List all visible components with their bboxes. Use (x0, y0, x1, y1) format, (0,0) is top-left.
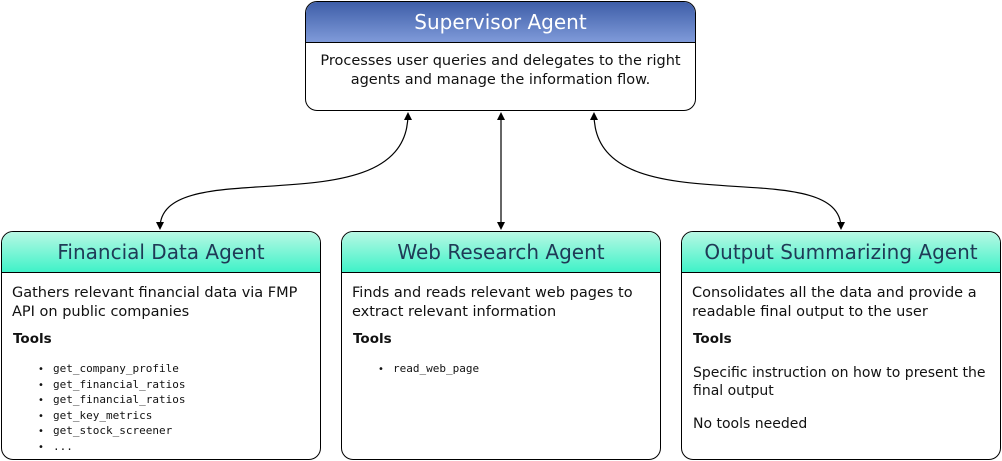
supervisor-agent-box: Supervisor Agent Processes user queries … (305, 1, 696, 111)
output-summarizing-agent-tools-label: Tools (693, 331, 732, 347)
supervisor-agent-description: Processes user queries and delegates to … (320, 53, 681, 88)
financial-data-agent-description: Gathers relevant financial data via FMP … (12, 285, 298, 320)
web-research-agent-title: Web Research Agent (342, 232, 660, 273)
output-summarizing-agent-description: Consolidates all the data and provide a … (692, 285, 977, 320)
tool-item: •read_web_page (378, 362, 480, 375)
financial-data-agent-title: Financial Data Agent (2, 232, 320, 273)
output-summarizing-agent-no-tools: No tools needed (693, 416, 808, 432)
financial-data-agent-box: Financial Data Agent Gathers relevant fi… (1, 231, 321, 460)
tool-item: •get_financial_ratios (38, 393, 186, 406)
connector-supervisor-financial (156, 112, 412, 230)
financial-data-agent-tools-label: Tools (13, 331, 52, 347)
web-research-agent-tools-label: Tools (353, 331, 392, 347)
supervisor-agent-title: Supervisor Agent (306, 2, 695, 43)
tool-item: •... (38, 439, 73, 453)
tool-item: •get_key_metrics (38, 408, 153, 422)
output-summarizing-agent-instruction: Specific instruction on how to present t… (693, 365, 986, 399)
tool-item: •get_financial_ratios (38, 377, 186, 391)
web-research-agent-tool-list: •read_web_page (378, 362, 479, 378)
output-summarizing-agent-box: Output Summarizing Agent Consolidates al… (681, 231, 1001, 460)
tool-item: •get_company_profile (38, 362, 179, 375)
connector-supervisor-output (590, 112, 845, 230)
tool-item: •get_stock_screener (38, 424, 173, 437)
web-research-agent-box: Web Research Agent Finds and reads relev… (341, 231, 661, 460)
financial-data-agent-tool-list: •get_company_profile •get_financial_rati… (38, 362, 185, 455)
web-research-agent-description: Finds and reads relevant web pages to ex… (352, 285, 633, 320)
output-summarizing-agent-title: Output Summarizing Agent (682, 232, 1000, 273)
